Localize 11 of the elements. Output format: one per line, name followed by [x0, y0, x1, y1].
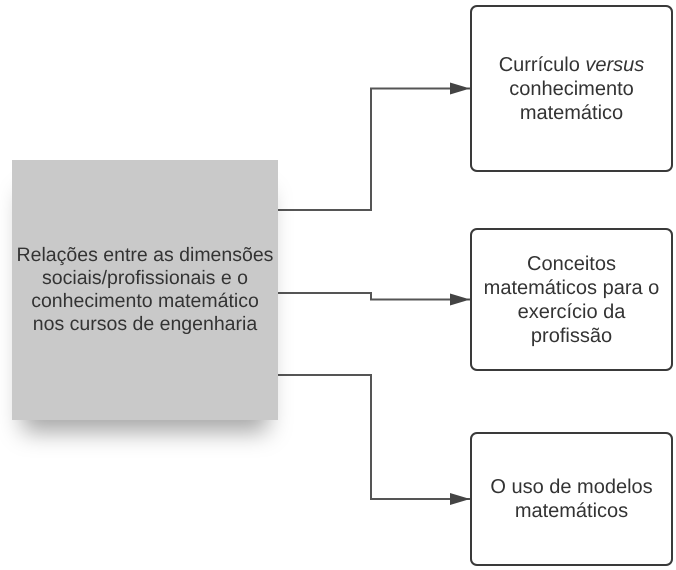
- category-box: [470, 228, 673, 371]
- arrow: [278, 82, 470, 211]
- node-text: Conceitos matemáticos para o exercício da profissão: [482, 252, 660, 348]
- node-text: Relações entre as dimensões sociais/profissionais e o conhecimento matemático nos cursos de engenharia: [16, 244, 274, 336]
- node-text: Currículo versus conhecimento matemático: [498, 52, 646, 124]
- arrow: [278, 374, 470, 505]
- category-box: [470, 5, 673, 172]
- node-text: O uso de modelos matemáticos: [489, 475, 654, 523]
- arrow: [278, 292, 470, 306]
- topic-box: [12, 160, 278, 420]
- category-box: [470, 432, 673, 566]
